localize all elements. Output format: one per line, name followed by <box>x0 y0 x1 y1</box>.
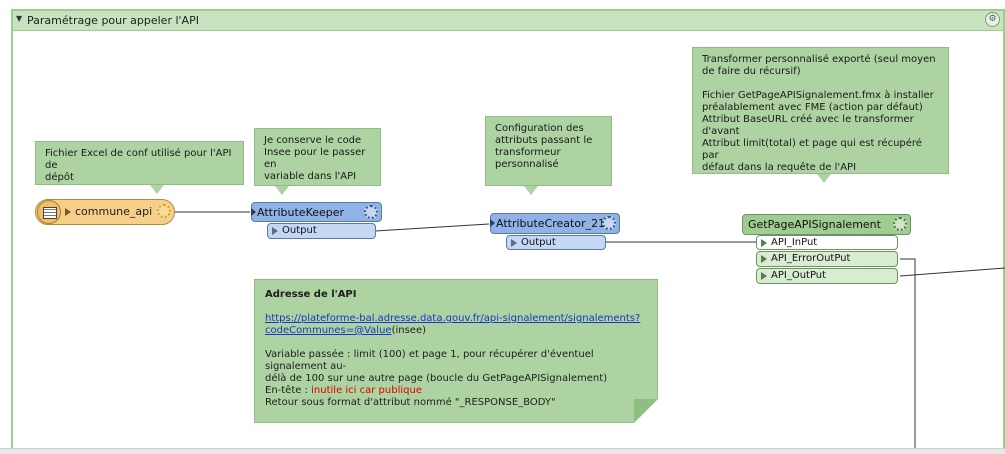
note-title: Adresse de l'API <box>265 289 357 300</box>
annotation-attribute-keeper[interactable]: Je conserve le code Insee pour le passer… <box>254 128 381 195</box>
note-variable-line: Variable passée : limit (100) et page 1,… <box>265 349 594 372</box>
annotation-text-line: de faire du récursif) <box>702 66 801 77</box>
custom-transformer-getpage[interactable]: GetPageAPISignalement <box>742 214 911 235</box>
transformer-name: AttributeCreator_21 <box>496 217 606 230</box>
note-return-line: Retour sous format d'attribut nommé "_RE… <box>265 397 556 408</box>
output-port-icon[interactable] <box>65 208 71 216</box>
bookmark-header[interactable]: ▼ Paramétrage pour appeler l'API ⚙ <box>13 11 1003 31</box>
gear-icon[interactable]: ⚙ <box>985 12 1000 27</box>
note-variable-line: délà de 100 sur une autre page (boucle d… <box>265 373 608 384</box>
port-label: Output <box>521 237 556 248</box>
gear-icon[interactable] <box>893 217 907 231</box>
connection-error-output <box>900 258 916 454</box>
gear-icon[interactable] <box>602 216 616 230</box>
annotation-text-line: attributs passant le <box>495 135 593 146</box>
annotation-text-line: préalablement avec FME (action par défau… <box>702 102 923 113</box>
note-fold-corner <box>634 399 658 423</box>
annotation-text-line: Attribut BaseURL créé avec le transforme… <box>702 114 914 125</box>
annotation-tail <box>817 174 831 183</box>
annotation-text-line: Fichier GetPageAPISignalement.fmx à inst… <box>702 90 934 101</box>
annotation-text-line: Configuration des <box>495 123 584 134</box>
note-spacer <box>265 301 647 313</box>
note-header-label: En-tête : <box>265 385 312 396</box>
annotation-excel-config[interactable]: Fichier Excel de conf utilisé pour l'API… <box>35 141 244 194</box>
port-label: API_ErrorOutPut <box>771 253 851 264</box>
annotation-tail <box>524 186 538 195</box>
output-port-attribute-keeper[interactable]: Output <box>267 223 376 239</box>
api-address-note[interactable]: Adresse de l'API https://plateforme-bal.… <box>254 279 658 423</box>
gear-icon[interactable] <box>157 204 171 218</box>
transformer-name: GetPageAPISignalement <box>748 218 881 231</box>
annotation-text-line: dépôt <box>45 172 74 183</box>
reader-name: commune_api <box>75 205 153 218</box>
output-port-attribute-creator[interactable]: Output <box>506 235 606 250</box>
annotation-text-line: Transformer personnalisé exporté (seul m… <box>702 54 936 65</box>
transformer-attribute-creator[interactable]: AttributeCreator_21 <box>490 213 620 234</box>
horizontal-scrollbar[interactable] <box>0 448 1005 454</box>
api-url-link[interactable]: https://plateforme-bal.adresse.data.gouv… <box>265 313 641 324</box>
note-spacer <box>265 337 647 349</box>
annotation-text-line: Je conserve le code <box>264 135 362 146</box>
api-url-link-continued[interactable]: codeCommunes=@Value <box>265 325 392 336</box>
connection-api-output <box>899 267 1005 277</box>
excel-reader-icon <box>37 200 61 224</box>
annotation-custom-transformer[interactable]: Transformer personnalisé exporté (seul m… <box>692 47 949 183</box>
annotation-text-line: variable dans l'API <box>264 171 357 182</box>
port-label: Output <box>282 225 317 236</box>
note-header-value: inutile ici car publique <box>311 385 422 396</box>
url-suffix: (insee) <box>391 325 427 336</box>
annotation-tail <box>275 186 289 195</box>
triangle-down-icon[interactable]: ▼ <box>16 14 23 23</box>
transformer-attribute-keeper[interactable]: AttributeKeeper <box>251 202 382 222</box>
annotation-text-line: Fichier Excel de conf utilisé pour l'API… <box>45 148 232 171</box>
transformer-name: AttributeKeeper <box>257 206 345 219</box>
reader-node-commune-api[interactable]: commune_api <box>35 199 175 225</box>
output-port-api-error[interactable]: API_ErrorOutPut <box>756 251 898 267</box>
bookmark-title: Paramétrage pour appeler l'API <box>27 14 199 27</box>
annotation-text-line: personnalisé <box>495 159 559 170</box>
output-port-api-output[interactable]: API_OutPut <box>756 268 898 284</box>
port-label: API_InPut <box>771 237 818 248</box>
connection-keeper-creator <box>374 223 490 232</box>
input-port-api-input[interactable]: API_InPut <box>756 235 898 250</box>
annotation-text-line: Insee pour le passer en <box>264 147 366 170</box>
annotation-text-line: Attribut limit(total) et page qui est ré… <box>702 138 922 161</box>
annotation-text-line: défaut dans la requête de l'API <box>702 162 857 173</box>
annotation-attribute-creator[interactable]: Configuration des attributs passant le t… <box>485 116 612 195</box>
annotation-spacer <box>702 78 939 90</box>
annotation-text-line: d'avant <box>702 126 740 137</box>
gear-icon[interactable] <box>364 205 378 219</box>
annotation-tail <box>150 185 164 194</box>
annotation-text-line: transformeur <box>495 147 561 158</box>
port-label: API_OutPut <box>771 270 827 281</box>
